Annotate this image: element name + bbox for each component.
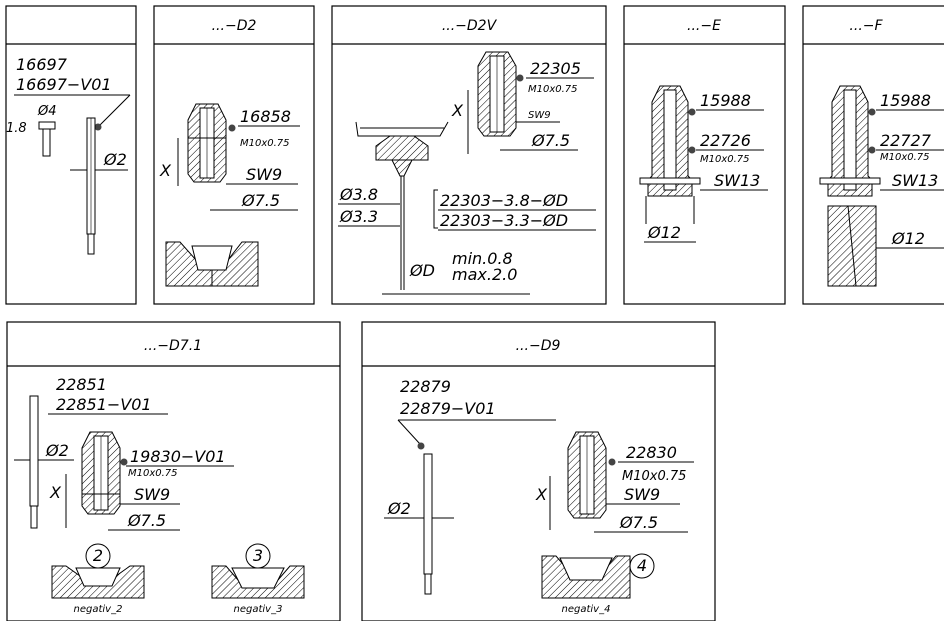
leader-dot (94, 123, 102, 131)
diameter-label: Ø3.8 (339, 185, 378, 204)
negativ-label: negativ_3 (234, 604, 283, 615)
part-number-label: 16697−V01 (16, 75, 112, 94)
diameter-label: Ø2 (387, 499, 411, 518)
circle-number: 3 (253, 546, 263, 565)
thread-label: M10x0.75 (528, 84, 578, 95)
part-number-label: 16858 (240, 107, 291, 126)
thread-label: M10x0.75 (622, 469, 686, 484)
panel-header: ...−E (687, 18, 721, 34)
panel-f: ...−F 15988 22727 M10x0.75 SW13 Ø12 (802, 5, 944, 305)
length-x-label: X (535, 485, 548, 504)
dimension-label: 1.8 (6, 121, 27, 136)
thread-label: M10x0.75 (700, 154, 750, 165)
panel-header: ...−F (849, 18, 883, 34)
part-number-label: 22303−3.3−ØD (440, 211, 568, 230)
wrench-size-label: SW13 (714, 171, 760, 190)
tolerance-max-label: max.2.0 (452, 265, 517, 284)
panel-header: ...−D2V (442, 18, 498, 34)
part-number-label: 15988 (880, 91, 931, 110)
diameter-label: Ø2 (103, 150, 127, 169)
negativ-label: negativ_2 (74, 604, 123, 615)
panel-header: ...−D2 (212, 18, 257, 34)
panel-d9: ...−D9 22879 22879−V01 Ø2 22830 M10x0.75… (361, 321, 716, 621)
part-number-label: 22727 (880, 131, 932, 150)
circle-number: 4 (637, 556, 647, 575)
part-number-label: 22879−V01 (400, 399, 496, 418)
part-number-label: 22726 (700, 131, 751, 150)
panel-d2: ...−D2 16858 M10x0.75 SW9 Ø7.5 X (153, 5, 315, 305)
part-number-label: 22851 (56, 375, 107, 394)
diameter-label: Ø7.5 (241, 191, 280, 210)
part-number-label: 22851−V01 (56, 395, 152, 414)
diameter-label: Ø2 (45, 441, 69, 460)
part-number-label: 16697 (16, 55, 68, 74)
part-number-label: 22830 (626, 443, 677, 462)
diameter-label: ØD (409, 261, 435, 280)
circle-number: 2 (93, 546, 103, 565)
part-number-label: 15988 (700, 91, 751, 110)
wrench-size-label: SW9 (246, 165, 282, 184)
diameter-label: Ø12 (891, 229, 925, 248)
panel-d7-1: ...−D7.1 22851 22851−V01 Ø2 19830−V01 M1… (6, 321, 341, 621)
diameter-label: Ø12 (647, 223, 681, 242)
panel-base-parts: 16697 16697−V01 Ø4 1.8 Ø2 (5, 5, 137, 305)
diameter-label: Ø3.3 (339, 207, 378, 226)
part-number-label: 19830−V01 (130, 447, 226, 466)
panel-header: ...−D7.1 (144, 338, 202, 354)
length-x-label: X (49, 483, 62, 502)
wrench-size-label: SW9 (624, 485, 660, 504)
panel-d2v: ...−D2V 22305 M10x0.75 SW9 Ø7.5 X Ø3.8 Ø… (331, 5, 607, 305)
part-number-label: 22879 (400, 377, 451, 396)
part-number-label: 22305 (530, 59, 581, 78)
length-x-label: X (451, 101, 464, 120)
tolerance-min-label: min.0.8 (452, 249, 513, 268)
diameter-label: Ø4 (37, 104, 57, 119)
panel-header: ...−D9 (516, 338, 561, 354)
length-x-label: X (159, 161, 172, 180)
panel-e: ...−E 15988 22726 M10x0.75 SW13 Ø12 (623, 5, 786, 305)
diameter-label: Ø7.5 (531, 131, 570, 150)
thread-label: M10x0.75 (128, 468, 178, 479)
wrench-size-label: SW9 (528, 110, 551, 121)
thread-label: M10x0.75 (880, 152, 930, 163)
part-number-label: 22303−3.8−ØD (440, 191, 568, 210)
negativ-label: negativ_4 (562, 604, 611, 615)
diameter-label: Ø7.5 (619, 513, 658, 532)
diameter-label: Ø7.5 (127, 511, 166, 530)
wrench-size-label: SW9 (134, 485, 170, 504)
wrench-size-label: SW13 (892, 171, 938, 190)
thread-label: M10x0.75 (240, 138, 290, 149)
